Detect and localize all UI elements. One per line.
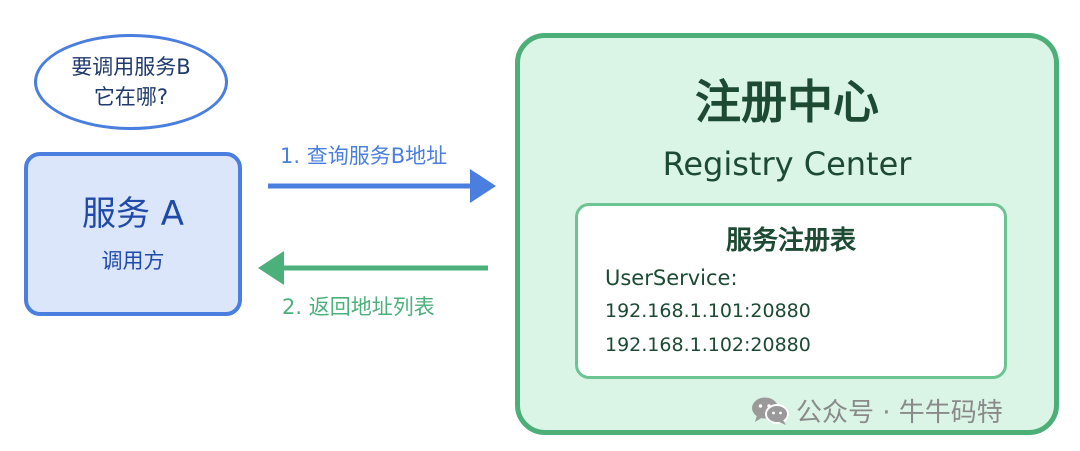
return-arrow-label: 2. 返回地址列表 xyxy=(282,295,435,319)
registry-center-box: 注册中心 Registry Center 服务注册表 UserService: … xyxy=(515,33,1059,435)
registry-table-title: 服务注册表 xyxy=(725,226,856,256)
watermark-text: 公众号 · 牛牛码特 xyxy=(796,398,1003,428)
service-a-box: 服务 A 调用方 xyxy=(24,152,242,316)
return-arrow xyxy=(258,251,488,285)
watermark: 公众号 · 牛牛码特 xyxy=(750,392,1003,429)
wechat-icon xyxy=(752,397,789,425)
service-a-subtitle: 调用方 xyxy=(101,249,165,273)
registry-title-cn: 注册中心 xyxy=(695,75,879,129)
service-address: 192.168.1.101:20880 xyxy=(605,300,811,322)
service-a-title: 服务 A xyxy=(81,194,185,234)
service-registry-table: 服务注册表 UserService: 192.168.1.101:20880 1… xyxy=(575,203,1007,379)
thought-bubble: 要调用服务B 它在哪? xyxy=(34,34,228,130)
query-arrow-label: 1. 查询服务B地址 xyxy=(280,144,448,168)
bubble-line-2: 它在哪? xyxy=(93,85,169,109)
service-name: UserService: xyxy=(605,266,738,290)
bubble-line-1: 要调用服务B xyxy=(71,55,191,79)
query-arrow xyxy=(268,169,496,203)
registry-title-en: Registry Center xyxy=(662,145,912,183)
service-address: 192.168.1.102:20880 xyxy=(605,334,811,356)
